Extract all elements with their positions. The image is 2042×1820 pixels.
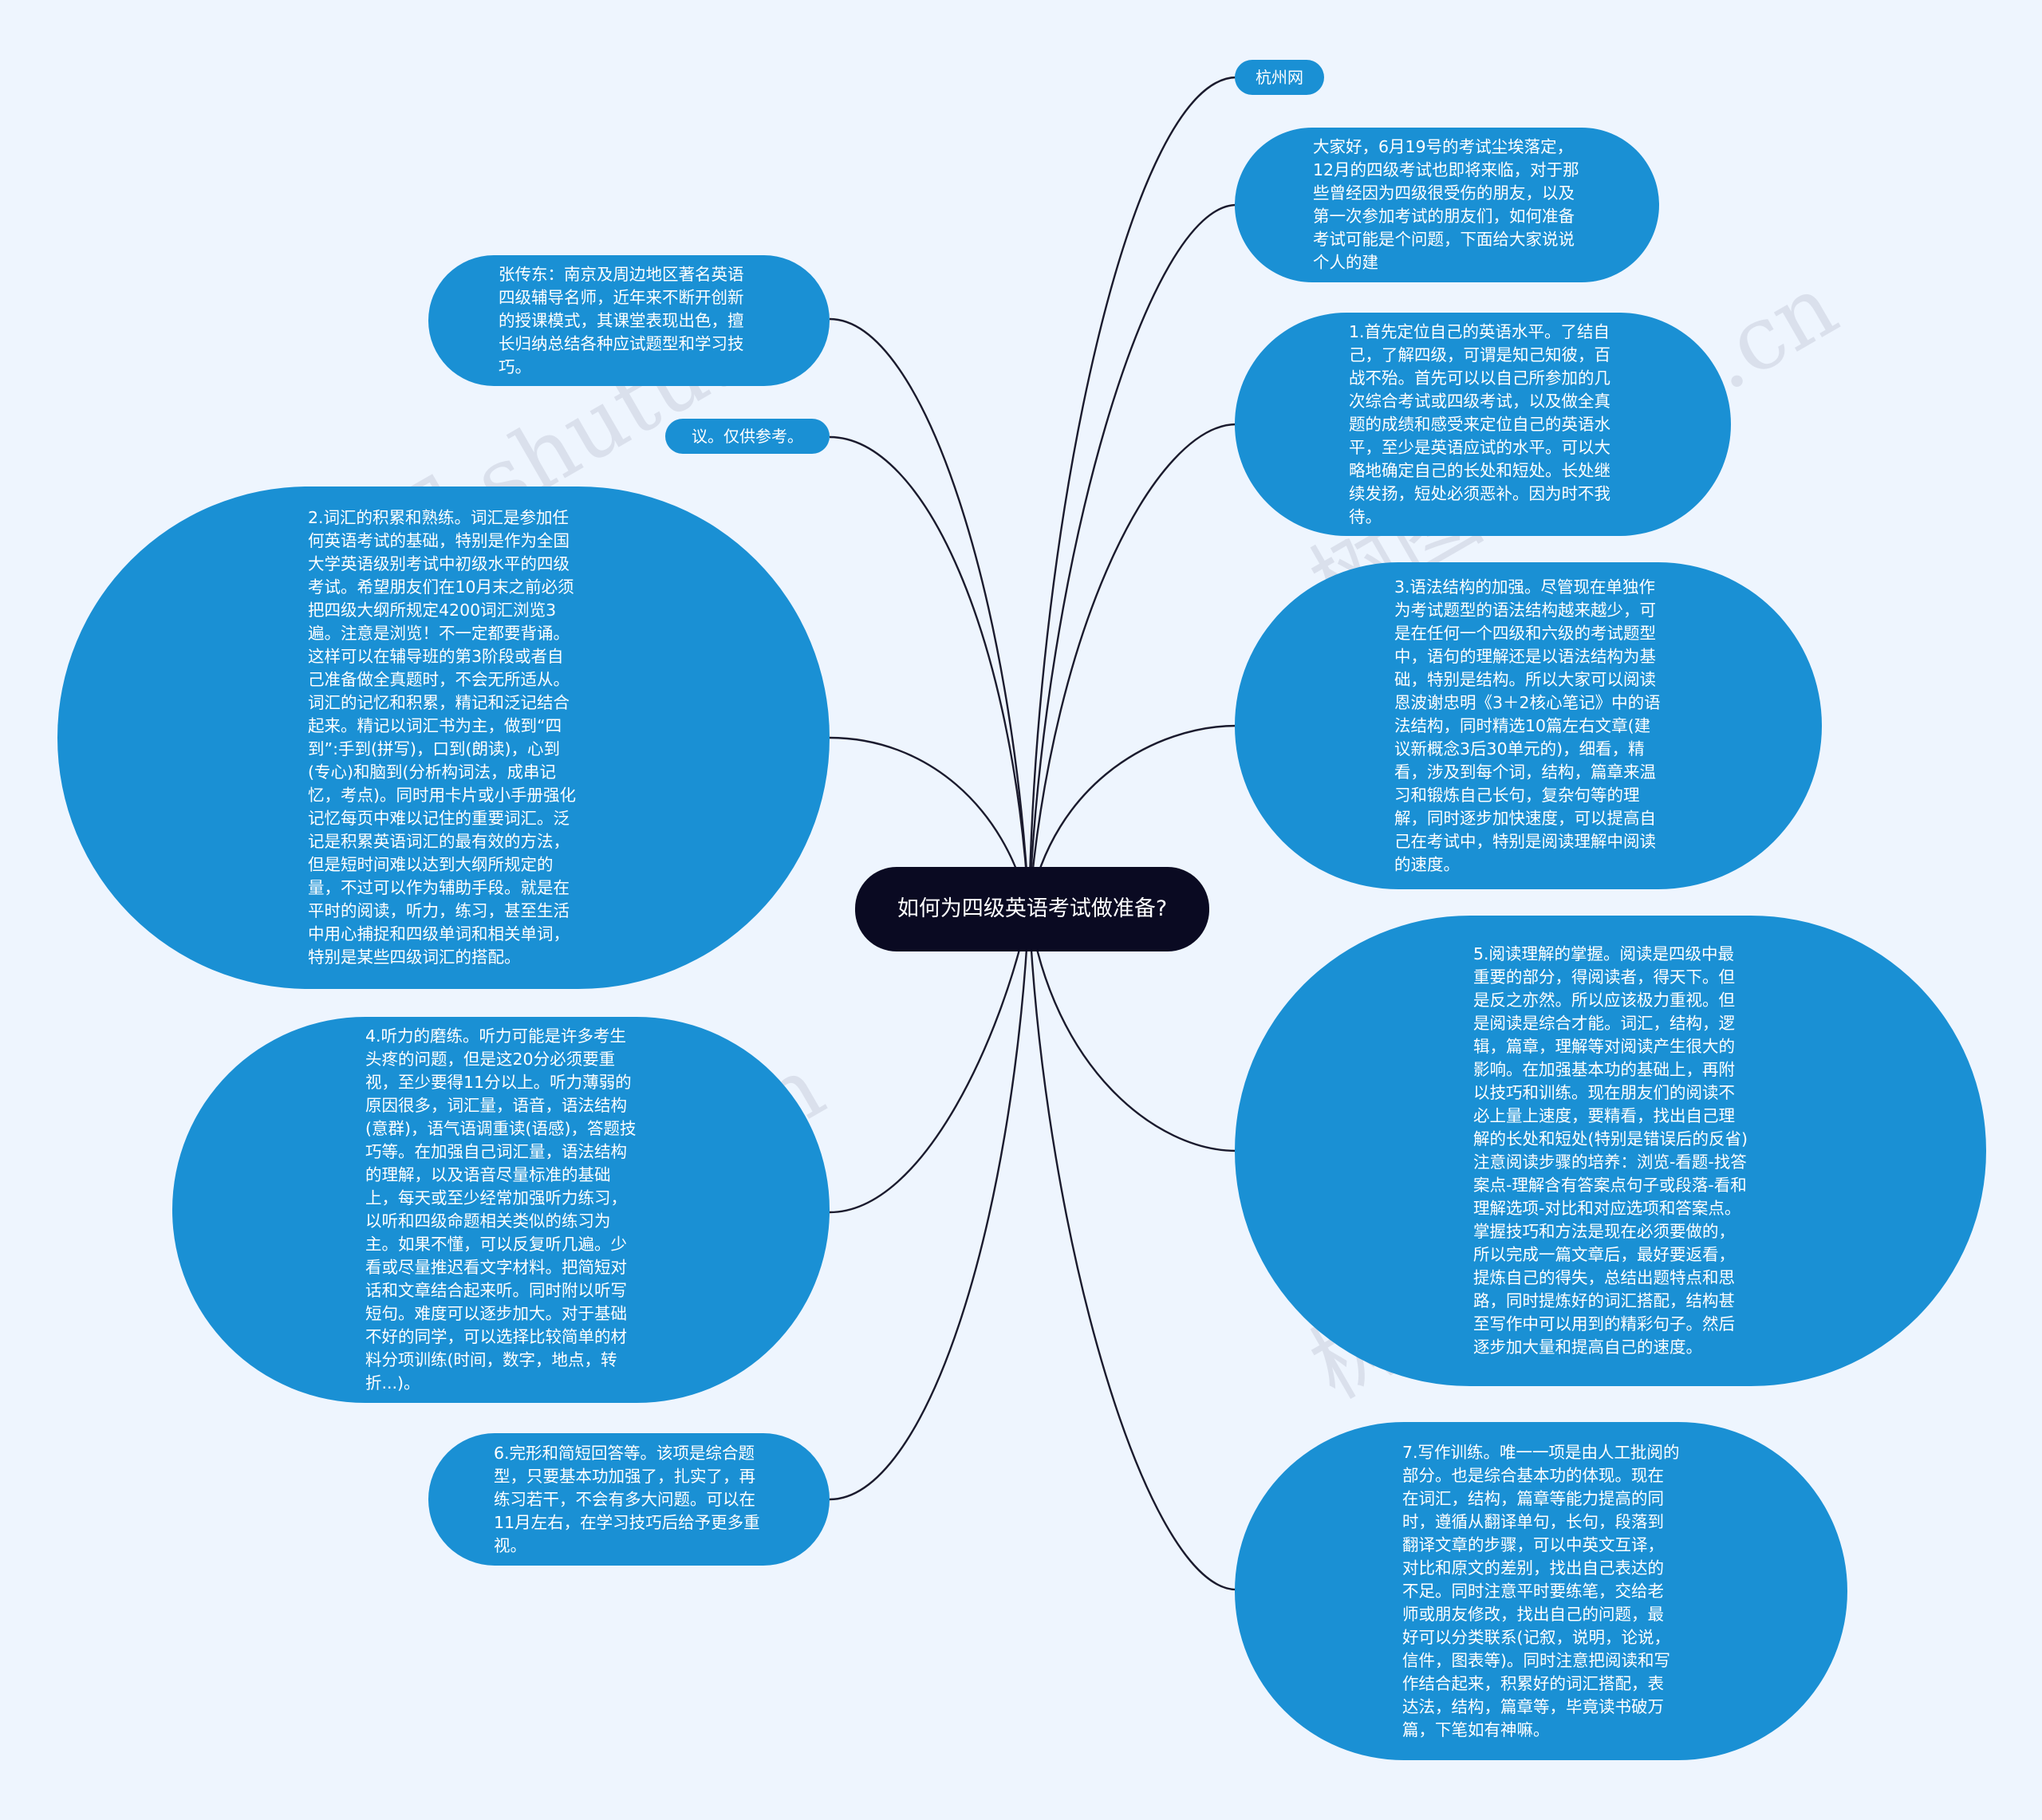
node-intro[interactable]: 大家好，6月19号的考试尘埃落定，12月的四级考试也即将来临，对于那些曾经因为四… [1235, 128, 1659, 282]
node-author[interactable]: 张传东：南京及周边地区著名英语四级辅导名师，近年来不断开创新的授课模式，其课堂表… [428, 255, 830, 386]
node-point-4[interactable]: 4.听力的磨练。听力可能是许多考生头疼的问题，但是这20分必须要重视，至少要得1… [172, 1017, 830, 1403]
link-author [829, 317, 1031, 910]
node-text: 4.听力的磨练。听力可能是许多考生头疼的问题，但是这20分必须要重视，至少要得1… [365, 1026, 637, 1393]
link-intro [1027, 203, 1237, 910]
node-text: 2.词汇的积累和熟练。词汇是参加任何英语考试的基础，特别是作为全国大学英语级别考… [308, 508, 576, 967]
link-l6 [829, 908, 1031, 1501]
link-r1 [1027, 423, 1237, 910]
node-text: 3.语法结构的加强。尽管现在单独作为考试题型的语法结构越来越少，可是在任何一个四… [1394, 577, 1661, 874]
node-point-3[interactable]: 3.语法结构的加强。尽管现在单独作为考试题型的语法结构越来越少，可是在任何一个四… [1235, 562, 1822, 889]
link-yi [829, 435, 1031, 910]
node-reference[interactable]: 议。仅供参考。 [665, 419, 830, 454]
node-text: 1.首先定位自己的英语水平。了结自己，了解四级，可谓是知己知彼，百战不殆。首先可… [1349, 321, 1610, 526]
link-hangzhou [1027, 76, 1237, 910]
node-point-6[interactable]: 6.完形和简短回答等。该项是综合题型，只要基本功加强了，扎实了，再练习若干，不会… [428, 1433, 830, 1566]
node-point-5[interactable]: 5.阅读理解的掌握。阅读是四级中最重要的部分，得阅读者，得天下。但是反之亦然。所… [1235, 916, 1986, 1386]
node-text: 杭州网 [1256, 68, 1303, 87]
node-hangzhou[interactable]: 杭州网 [1235, 60, 1324, 95]
node-point-2[interactable]: 2.词汇的积累和熟练。词汇是参加任何英语考试的基础，特别是作为全国大学英语级别考… [57, 487, 830, 989]
link-r3 [1027, 724, 1237, 910]
node-text: 6.完形和简短回答等。该项是综合题型，只要基本功加强了，扎实了，再练习若干，不会… [494, 1443, 760, 1555]
node-text: 大家好，6月19号的考试尘埃落定，12月的四级考试也即将来临，对于那些曾经因为四… [1313, 137, 1579, 272]
link-r5 [1027, 908, 1237, 1152]
central-topic-label: 如何为四级英语考试做准备? [897, 896, 1168, 921]
link-l4 [829, 908, 1031, 1214]
node-text: 张传东：南京及周边地区著名英语四级辅导名师，近年来不断开创新的授课模式，其课堂表… [499, 264, 744, 376]
node-point-1[interactable]: 1.首先定位自己的英语水平。了结自己，了解四级，可谓是知己知彼，百战不殆。首先可… [1235, 313, 1731, 536]
node-text: 5.阅读理解的掌握。阅读是四级中最重要的部分，得阅读者，得天下。但是反之亦然。所… [1473, 944, 1748, 1357]
central-topic[interactable]: 如何为四级英语考试做准备? [855, 867, 1209, 951]
node-text: 7.写作训练。唯一一项是由人工批阅的部分。也是综合基本功的体现。现在在词汇，结构… [1402, 1442, 1680, 1739]
link-r7 [1027, 908, 1237, 1591]
node-point-7[interactable]: 7.写作训练。唯一一项是由人工批阅的部分。也是综合基本功的体现。现在在词汇，结构… [1235, 1422, 1847, 1760]
node-text: 议。仅供参考。 [692, 427, 803, 446]
